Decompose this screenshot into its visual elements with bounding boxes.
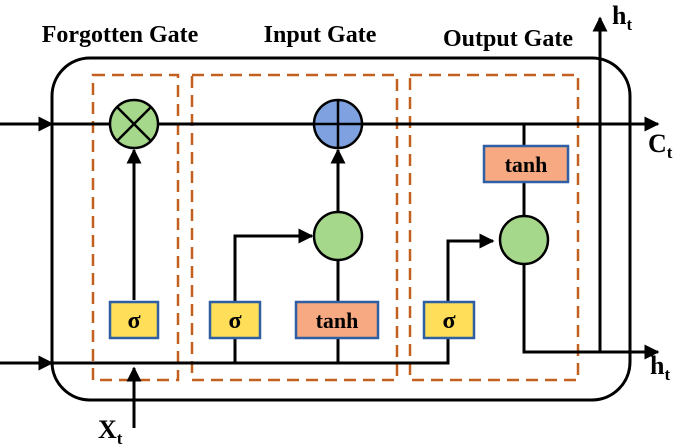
add-icon: [312, 98, 364, 150]
input-tanh-label: tanh: [316, 308, 359, 333]
input-gate-title: Input Gate: [264, 22, 377, 48]
lstm-cell-boundary: [50, 56, 632, 402]
forgotten-gate-title: Forgotten Gate: [42, 22, 199, 48]
output-tanh-box: tanh: [482, 144, 570, 184]
output-tanh-label: tanh: [505, 152, 548, 177]
input-gate-region: [190, 73, 399, 382]
ht-bottom-label: ht: [650, 351, 670, 384]
output-sigma-box: σ: [422, 300, 476, 340]
output-sigma-label: σ: [442, 308, 455, 334]
input-sigma-box: σ: [208, 300, 262, 340]
forget-sigma-box: σ: [108, 300, 160, 340]
output-gate-title: Output Gate: [443, 26, 573, 52]
output-neuron: [498, 214, 550, 266]
ct-label: Ct: [648, 129, 673, 162]
input-tanh-box: tanh: [294, 300, 380, 340]
forgotten-gate-region: [91, 73, 180, 382]
input-neuron: [312, 210, 364, 262]
output-neuron-to-ht: [522, 264, 660, 360]
multiply-icon: [108, 98, 160, 150]
forget-sigma-label: σ: [127, 308, 140, 334]
output-gate-region: [408, 73, 580, 382]
input-sigma-to-neuron: [233, 228, 314, 363]
input-sigma-label: σ: [228, 308, 241, 334]
ht-top-label: ht: [612, 1, 632, 34]
xt-label: Xt: [98, 415, 123, 448]
